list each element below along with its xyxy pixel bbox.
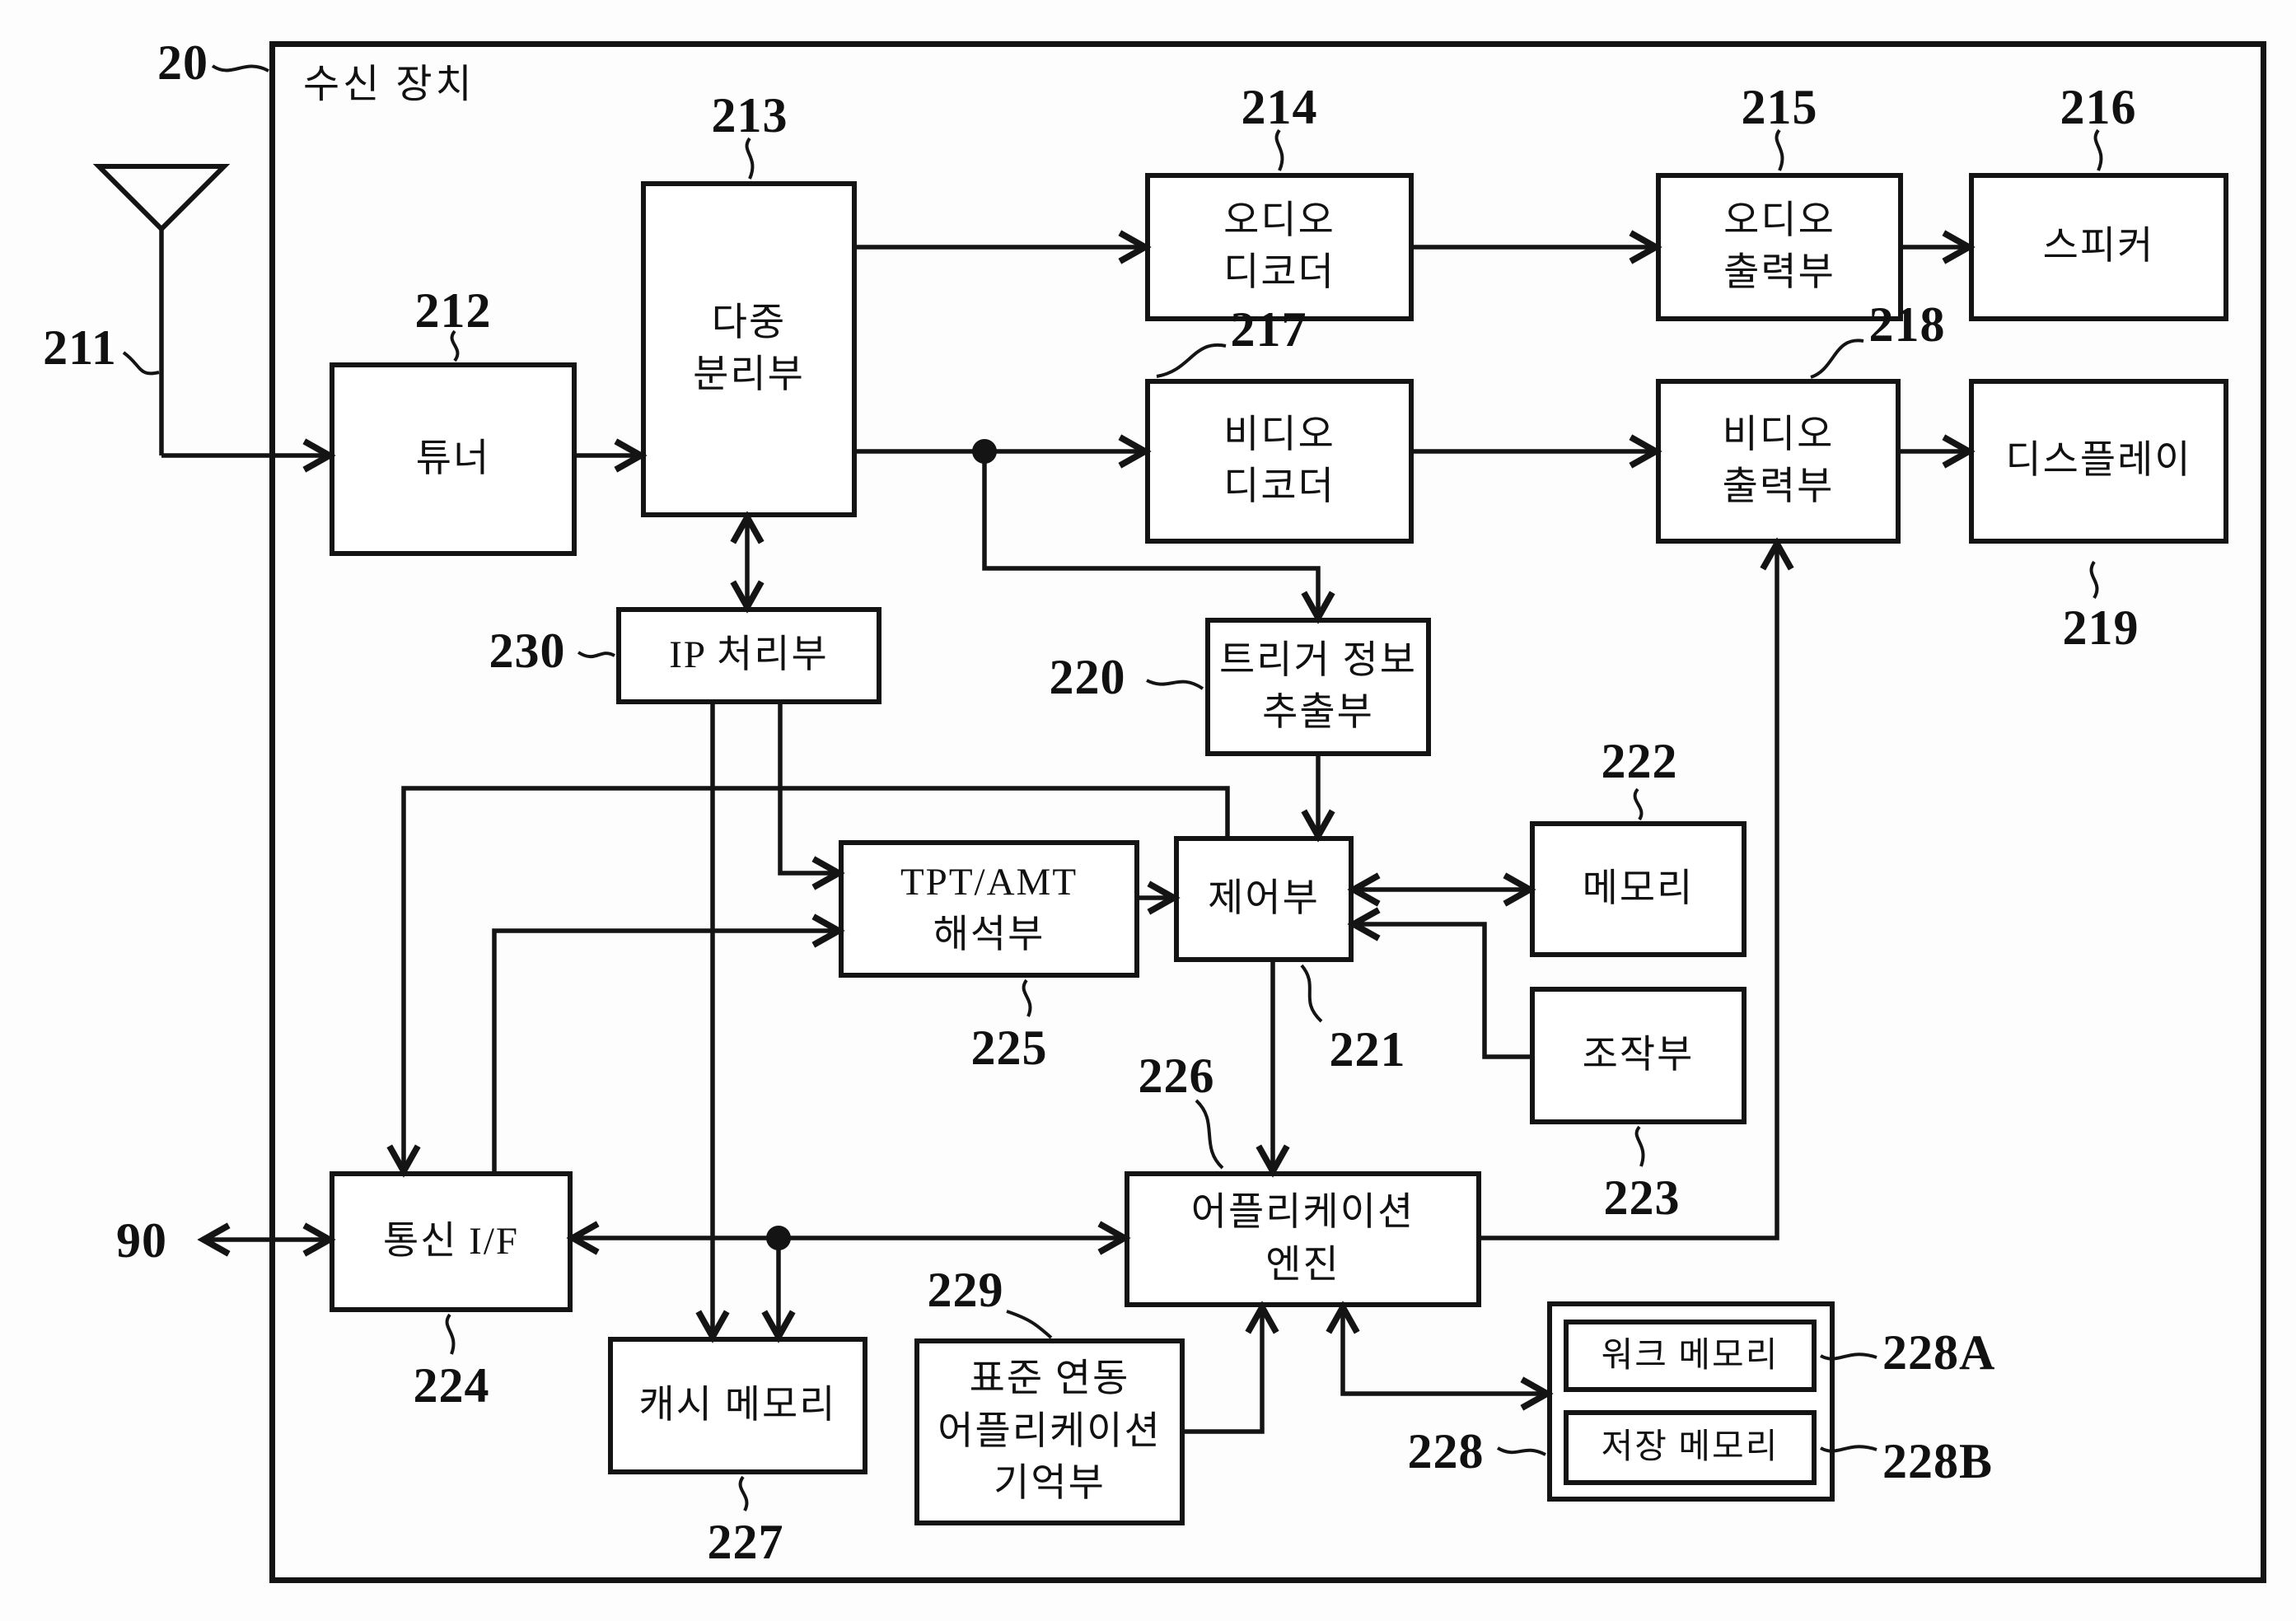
block-tuner-label: 튜너	[415, 437, 491, 480]
ref-223: 223	[1603, 1170, 1681, 1225]
block-storage-memory: 저장 메모리	[1564, 1410, 1817, 1485]
ref-225: 225	[970, 1021, 1048, 1075]
block-audio-output: 오디오 출력부	[1656, 173, 1903, 321]
device-title: 수신 장치	[303, 63, 475, 106]
ref-229: 229	[927, 1263, 1004, 1317]
block-audio-output-label: 오디오 출력부	[1723, 199, 1835, 294]
ref-224: 224	[413, 1358, 490, 1413]
ref-228: 228	[1407, 1424, 1485, 1479]
ref-216: 216	[2060, 80, 2137, 134]
block-std-app-storage-label: 표준 연동 어플리케이션 기억부	[938, 1357, 1162, 1506]
ref-228A: 228A	[1882, 1325, 1996, 1380]
block-cache-memory-label: 캐시 메모리	[638, 1383, 837, 1427]
block-app-engine-label: 어플리케이션 엔진	[1190, 1191, 1415, 1287]
ref-227: 227	[707, 1515, 784, 1569]
block-speaker-label: 스피커	[2042, 225, 2155, 269]
ref-213: 213	[711, 88, 788, 142]
receiver-device-boundary	[269, 41, 2266, 1583]
block-ip-processor: IP 처리부	[616, 607, 881, 704]
ref-230: 230	[489, 624, 566, 678]
ref-220: 220	[1049, 650, 1126, 704]
block-video-decoder: 비디오 디코더	[1145, 379, 1414, 544]
block-tpt-amt-parser-label: TPT/AMT 해석부	[900, 861, 1078, 956]
ref-218: 218	[1868, 297, 1946, 352]
ref-211: 211	[43, 320, 117, 375]
block-demultiplexer-label: 다중 분리부	[693, 301, 805, 396]
block-comm-if-label: 통신 I/F	[382, 1219, 520, 1263]
block-tuner: 튜너	[330, 362, 577, 556]
block-operation-unit-label: 조작부	[1582, 1033, 1695, 1077]
ref-228B: 228B	[1882, 1434, 1994, 1488]
block-app-engine: 어플리케이션 엔진	[1125, 1171, 1481, 1307]
antenna-icon	[92, 164, 231, 455]
block-memory: 메모리	[1530, 821, 1747, 957]
ref-217: 217	[1230, 302, 1307, 357]
block-cache-memory: 캐시 메모리	[608, 1337, 867, 1474]
block-operation-unit: 조작부	[1530, 987, 1747, 1124]
ref-221: 221	[1329, 1022, 1406, 1077]
ref-20: 20	[157, 35, 208, 90]
ref-215: 215	[1741, 80, 1818, 134]
block-trigger-extractor: 트리거 정보 추출부	[1205, 618, 1431, 756]
block-work-memory-label: 워크 메모리	[1601, 1336, 1779, 1375]
block-ip-processor-label: IP 처리부	[669, 633, 829, 677]
block-demultiplexer: 다중 분리부	[641, 181, 857, 517]
ref-219: 219	[2062, 600, 2139, 655]
block-trigger-extractor-label: 트리거 정보 추출부	[1219, 638, 1417, 734]
block-audio-decoder-label: 오디오 디코더	[1223, 199, 1335, 294]
ref-226: 226	[1138, 1049, 1215, 1103]
block-tpt-amt-parser: TPT/AMT 해석부	[839, 840, 1139, 978]
block-work-memory: 워크 메모리	[1564, 1320, 1817, 1392]
block-video-output-label: 비디오 출력부	[1722, 413, 1835, 508]
block-display: 디스플레이	[1969, 379, 2228, 544]
block-audio-decoder: 오디오 디코더	[1145, 173, 1414, 321]
block-std-app-storage: 표준 연동 어플리케이션 기억부	[914, 1338, 1185, 1525]
ref-212: 212	[414, 283, 492, 338]
block-video-decoder-label: 비디오 디코더	[1223, 413, 1335, 508]
block-memory-label: 메모리	[1582, 867, 1695, 910]
block-display-label: 디스플레이	[2005, 439, 2192, 483]
ref-214: 214	[1241, 80, 1318, 134]
block-controller: 제어부	[1174, 836, 1354, 962]
block-controller-label: 제어부	[1208, 876, 1320, 920]
block-speaker: 스피커	[1969, 173, 2228, 321]
ref-90: 90	[116, 1213, 167, 1268]
block-video-output: 비디오 출력부	[1656, 379, 1901, 544]
block-comm-if: 통신 I/F	[330, 1171, 573, 1312]
block-storage-memory-label: 저장 메모리	[1601, 1428, 1779, 1467]
ref-222: 222	[1601, 734, 1678, 788]
